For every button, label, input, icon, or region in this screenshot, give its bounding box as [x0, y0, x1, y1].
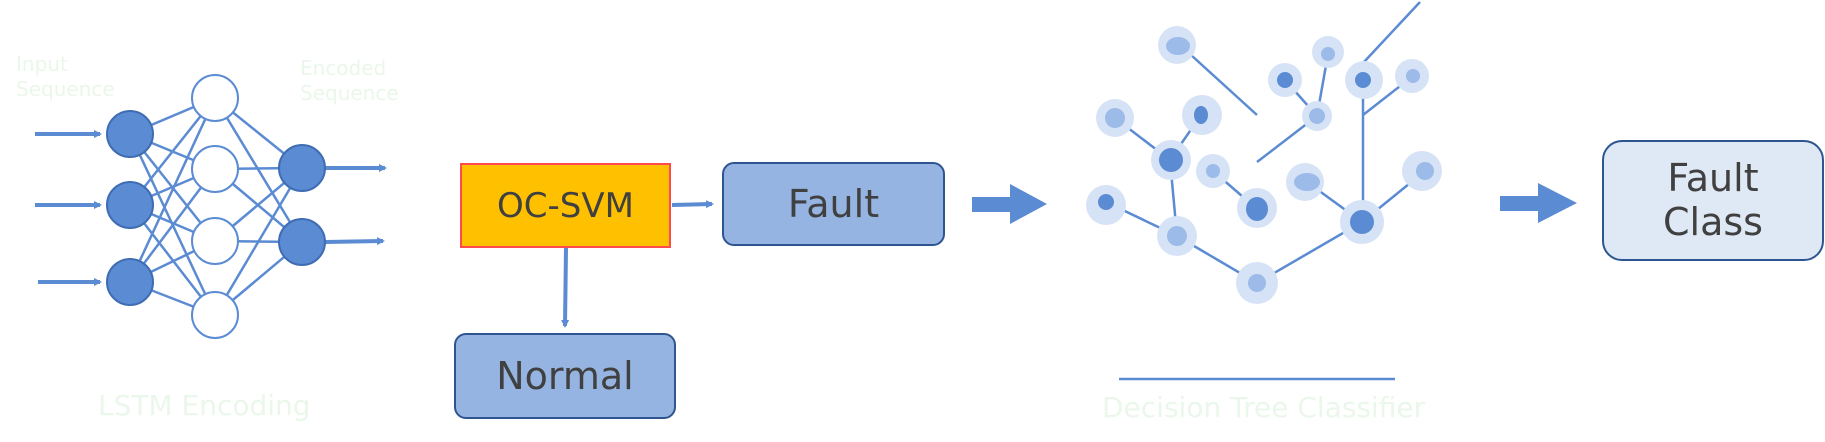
hidden-node — [191, 291, 239, 339]
tree-nodes — [1098, 37, 1434, 292]
network-connections — [128, 96, 304, 317]
input-node — [106, 110, 154, 158]
output-arrows — [324, 164, 387, 246]
pipeline-arrows — [561, 200, 714, 328]
output-node — [278, 144, 326, 192]
output-node — [278, 218, 326, 266]
input-sequence-label: Input Sequence — [16, 52, 115, 101]
ocsvm-box: OC-SVM — [460, 163, 671, 248]
encoded-sequence-label: Encoded Sequence — [300, 56, 399, 105]
fault-class-line-2: Class — [1663, 199, 1763, 244]
lstm-network — [35, 74, 387, 339]
fault-class-box: Fault Class — [1602, 140, 1824, 261]
fault-to-tree-arrow — [972, 184, 1047, 224]
input-node — [106, 181, 154, 229]
hidden-node — [191, 74, 239, 122]
ocsvm-to-fault-arrow — [671, 200, 714, 209]
input-arrows — [35, 130, 102, 286]
normal-box: Normal — [454, 333, 676, 419]
output-nodes — [278, 144, 326, 266]
tree-edges — [1105, 1, 1426, 285]
fault-class-line-1: Fault — [1667, 155, 1759, 200]
fault-box: Fault — [722, 162, 945, 246]
hidden-nodes — [191, 74, 239, 339]
input-nodes — [106, 110, 154, 306]
input-node — [106, 258, 154, 306]
lstm-encoding-label: LSTM Encoding — [98, 389, 311, 422]
decision-tree-label: Decision Tree Classifier — [1102, 391, 1426, 424]
tree-to-class-arrow — [1500, 183, 1577, 223]
hidden-node — [191, 145, 239, 193]
tree-halos — [1086, 26, 1442, 304]
decision-tree-graphic — [1086, 1, 1442, 381]
hidden-node — [191, 217, 239, 265]
ocsvm-to-normal-arrow — [561, 247, 570, 328]
